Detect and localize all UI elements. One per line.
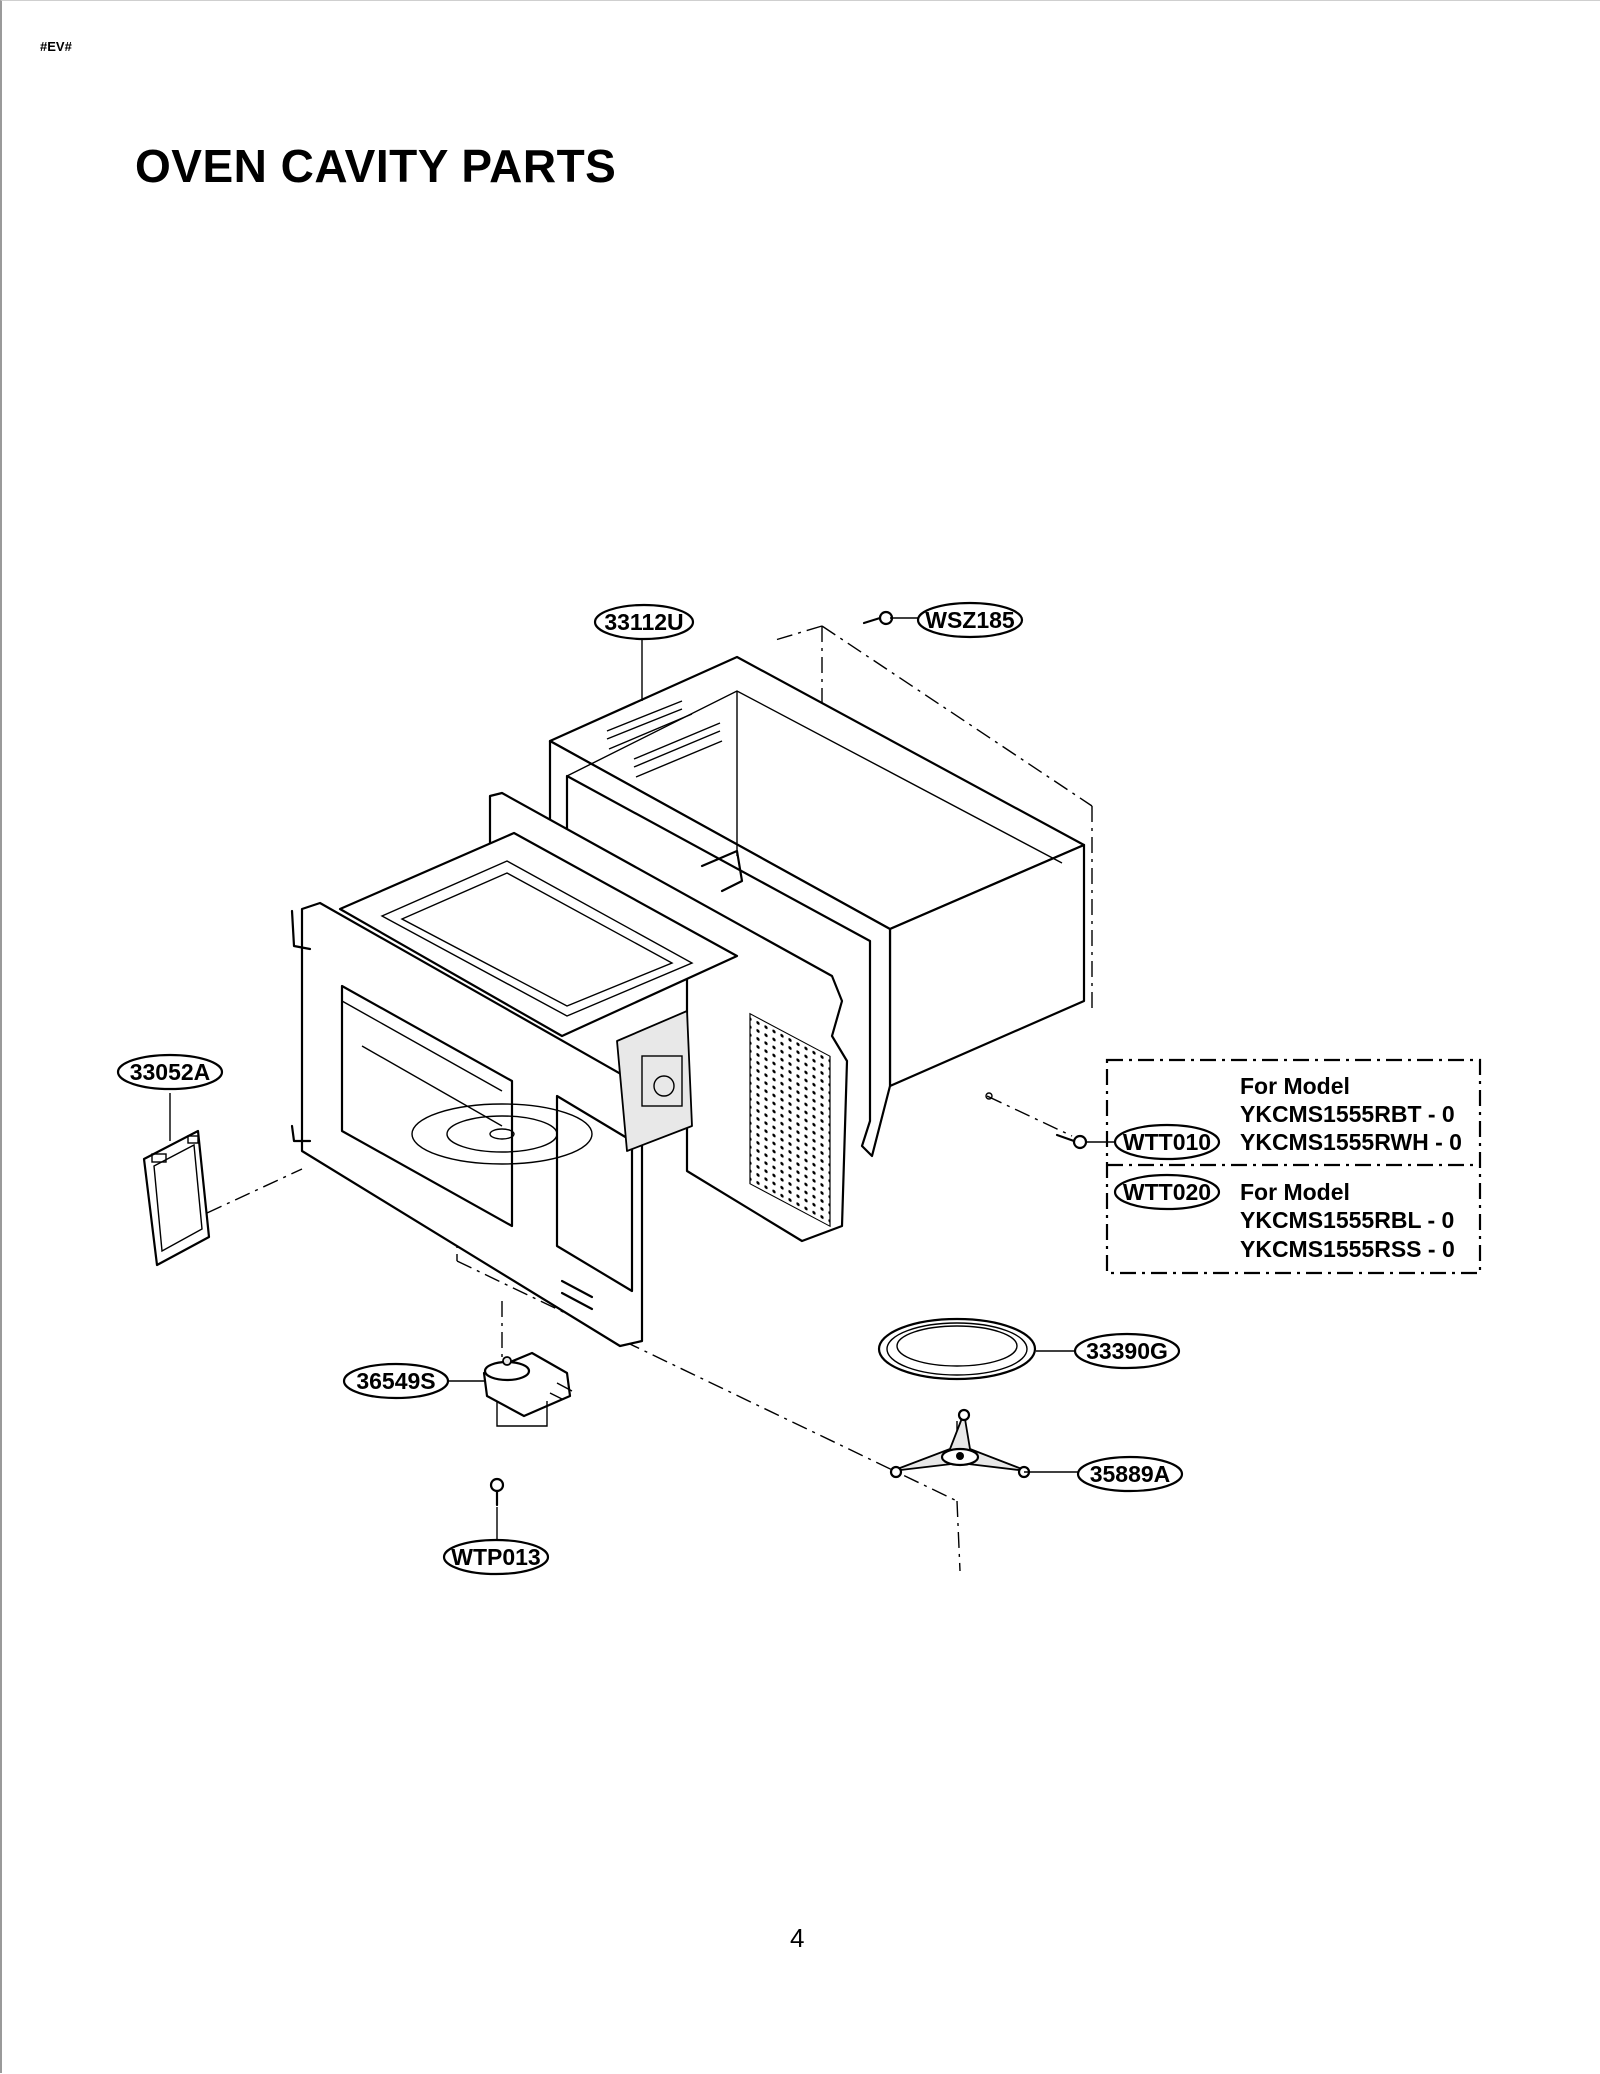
waveguide-cover-33052a [142,1129,211,1267]
part-label-33112u: 33112U [593,603,695,641]
svg-text:33112U: 33112U [604,609,683,635]
svg-text:WTT010: WTT010 [1123,1129,1211,1155]
outer-case-33112u [548,655,1086,1158]
part-label-wtt010: WTT010 [1113,1123,1221,1161]
page-header-code: #EV# [40,39,72,54]
page-title: OVEN CAVITY PARTS [135,140,617,192]
screw-wsz185-part [862,610,894,626]
model-group2-item-2: YKCMS1555RSS - 0 [1240,1236,1455,1262]
model-group1-item-1: YKCMS1555RBT - 0 [1240,1101,1455,1127]
part-label-wtt020: WTT020 [1113,1173,1221,1211]
model-group1-item-2: YKCMS1555RWH - 0 [1240,1129,1462,1155]
part-label-wtp013: WTP013 [442,1538,550,1576]
model-group1-heading: For Model [1240,1073,1350,1099]
part-label-wsz185: WSZ185 [916,601,1024,639]
svg-text:36549S: 36549S [356,1368,435,1394]
roller-ring-33390g [877,1317,1037,1381]
screw-wtt010-part [1055,1133,1088,1150]
leader-lines [169,617,1114,1539]
vent-slots [606,700,723,778]
page-number: 4 [790,1923,805,1953]
svg-text:WTP013: WTP013 [451,1544,540,1570]
part-label-36549s: 36549S [342,1362,450,1400]
model-group2-item-1: YKCMS1555RBL - 0 [1240,1207,1454,1233]
rotating-ring-35889a [889,1408,1031,1479]
model-group2-heading: For Model [1240,1179,1350,1205]
svg-text:35889A: 35889A [1090,1461,1171,1487]
svg-text:WTT020: WTT020 [1123,1179,1211,1205]
model-applicability-box: For Model YKCMS1555RBT - 0 YKCMS1555RWH … [1105,1058,1482,1275]
screw-wtp013-part [489,1477,505,1507]
oven-cavity-assembly [290,791,849,1348]
part-label-35889a: 35889A [1076,1455,1184,1493]
svg-text:33390G: 33390G [1086,1338,1168,1364]
part-label-33390g: 33390G [1073,1332,1181,1370]
svg-text:33052A: 33052A [130,1059,211,1085]
turntable-motor-36549s [482,1351,573,1427]
part-label-33052a: 33052A [116,1053,224,1091]
svg-text:WSZ185: WSZ185 [925,607,1015,633]
